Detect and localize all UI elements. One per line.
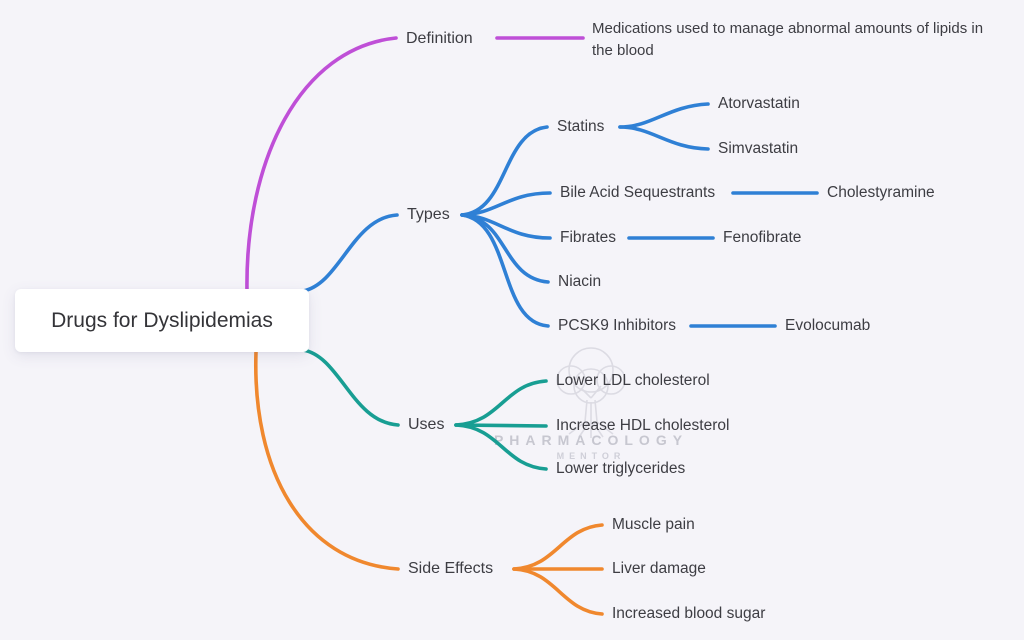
node-uses[interactable]: Uses	[408, 416, 445, 433]
root-node-label: Drugs for Dyslipidemias	[51, 308, 273, 332]
node-liver-damage[interactable]: Liver damage	[612, 560, 706, 577]
watermark-line2: MENTOR	[556, 451, 626, 461]
uses-links	[301, 348, 548, 471]
node-niacin[interactable]: Niacin	[558, 273, 602, 290]
node-lower-triglycerides[interactable]: Lower triglycerides	[556, 460, 686, 477]
side-effects-links	[254, 350, 604, 616]
watermark-line1: PHARMACOLOGY	[493, 432, 689, 448]
node-statins[interactable]: Statins	[557, 118, 605, 135]
node-pcsk9-inhibitors[interactable]: PCSK9 Inhibitors	[558, 317, 677, 334]
types-links	[301, 102, 819, 328]
node-definition[interactable]: Definition	[406, 30, 473, 47]
node-fenofibrate[interactable]: Fenofibrate	[723, 229, 802, 246]
root-node[interactable]: Drugs for Dyslipidemias	[15, 289, 309, 352]
node-simvastatin[interactable]: Simvastatin	[718, 140, 799, 157]
node-side-effects[interactable]: Side Effects	[408, 560, 494, 577]
tree-logo-icon	[556, 347, 626, 438]
node-fibrates[interactable]: Fibrates	[560, 229, 616, 246]
node-types[interactable]: Types	[407, 206, 450, 223]
node-increased-blood-sugar[interactable]: Increased blood sugar	[612, 605, 766, 622]
watermark: PHARMACOLOGY MENTOR	[471, 342, 711, 461]
node-cholestyramine[interactable]: Cholestyramine	[827, 184, 935, 201]
node-increase-hdl-cholesterol[interactable]: Increase HDL cholesterol	[556, 417, 730, 434]
node-atorvastatin[interactable]: Atorvastatin	[718, 95, 800, 112]
node-evolocumab[interactable]: Evolocumab	[785, 317, 871, 334]
node-definition-note[interactable]: Medications used to manage abnormal amou…	[592, 20, 984, 59]
node-lower-ldl-cholesterol[interactable]: Lower LDL cholesterol	[556, 372, 710, 389]
definition-links	[245, 36, 585, 293]
node-muscle-pain[interactable]: Muscle pain	[612, 516, 695, 533]
node-bile-acid-sequestrants[interactable]: Bile Acid Sequestrants	[560, 184, 716, 201]
